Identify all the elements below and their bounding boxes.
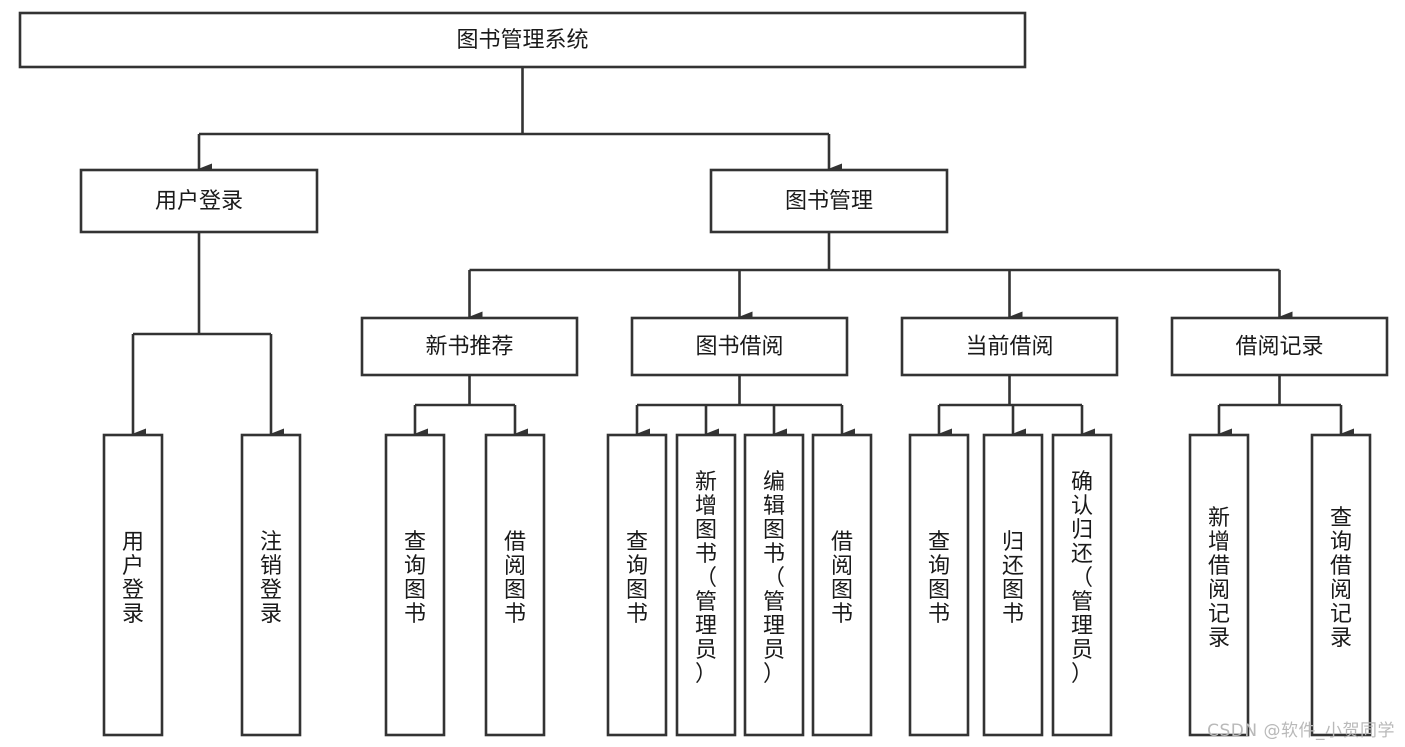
node-box[interactable] xyxy=(18,11,1027,69)
node-box[interactable] xyxy=(1051,433,1113,737)
node-box[interactable] xyxy=(606,433,668,737)
node-leaf-7[interactable]: 借阅图书 xyxy=(811,433,873,737)
node-label: 新增图书（管理员） xyxy=(695,470,717,687)
node-label: 借阅图书 xyxy=(504,530,526,627)
node-box[interactable] xyxy=(900,316,1119,377)
node-leaf-5[interactable]: 新增图书（管理员） xyxy=(675,433,737,737)
node-label: 当前借阅 xyxy=(965,335,1053,360)
node-box[interactable] xyxy=(982,433,1044,737)
node-label: 图书管理系统 xyxy=(456,28,588,53)
node-label: 查询图书 xyxy=(626,530,648,627)
node-label: 新增借阅记录 xyxy=(1208,506,1230,651)
node-label: 用户登录 xyxy=(155,189,243,214)
node-leaf-11[interactable]: 新增借阅记录 xyxy=(1188,433,1250,737)
node-leaf-4[interactable]: 查询图书 xyxy=(606,433,668,737)
node-box[interactable] xyxy=(908,433,970,737)
node-box[interactable] xyxy=(1170,316,1389,377)
node-label: 查询图书 xyxy=(404,530,426,627)
node-label: 查询图书 xyxy=(928,530,950,627)
node-root[interactable]: 图书管理系统 xyxy=(18,11,1027,69)
node-leaf-8[interactable]: 查询图书 xyxy=(908,433,970,737)
node-box[interactable] xyxy=(240,433,302,737)
node-level2-1[interactable]: 图书管理 xyxy=(709,168,949,234)
node-label: 借阅记录 xyxy=(1235,335,1323,360)
node-level2-0[interactable]: 用户登录 xyxy=(79,168,319,234)
node-box[interactable] xyxy=(630,316,849,377)
node-box[interactable] xyxy=(1188,433,1250,737)
edge-layer xyxy=(131,67,1354,440)
node-box[interactable] xyxy=(811,433,873,737)
node-label: 新书推荐 xyxy=(425,335,513,360)
node-box[interactable] xyxy=(79,168,319,234)
node-level3-2[interactable]: 当前借阅 xyxy=(900,316,1119,377)
node-label: 借阅图书 xyxy=(831,530,853,627)
node-leaf-12[interactable]: 查询借阅记录 xyxy=(1310,433,1372,737)
node-box[interactable] xyxy=(102,433,164,737)
node-label: 注销登录 xyxy=(260,530,282,627)
node-label: 图书管理 xyxy=(785,189,873,214)
node-label: 归还图书 xyxy=(1002,530,1024,627)
node-leaf-2[interactable]: 查询图书 xyxy=(384,433,446,737)
node-box[interactable] xyxy=(675,433,737,737)
node-label: 编辑图书（管理员） xyxy=(763,470,785,687)
node-level3-1[interactable]: 图书借阅 xyxy=(630,316,849,377)
node-label: 查询借阅记录 xyxy=(1330,506,1352,651)
node-level3-0[interactable]: 新书推荐 xyxy=(360,316,579,377)
node-leaf-9[interactable]: 归还图书 xyxy=(982,433,1044,737)
node-box[interactable] xyxy=(1310,433,1372,737)
node-box[interactable] xyxy=(360,316,579,377)
node-box[interactable] xyxy=(709,168,949,234)
node-leaf-6[interactable]: 编辑图书（管理员） xyxy=(743,433,805,737)
node-layer: 图书管理系统用户登录图书管理新书推荐图书借阅当前借阅借阅记录用户登录注销登录查询… xyxy=(18,11,1389,737)
node-leaf-1[interactable]: 注销登录 xyxy=(240,433,302,737)
node-box[interactable] xyxy=(743,433,805,737)
node-leaf-0[interactable]: 用户登录 xyxy=(102,433,164,737)
node-box[interactable] xyxy=(384,433,446,737)
node-label: 图书借阅 xyxy=(695,335,783,360)
node-box[interactable] xyxy=(484,433,546,737)
node-leaf-3[interactable]: 借阅图书 xyxy=(484,433,546,737)
node-level3-3[interactable]: 借阅记录 xyxy=(1170,316,1389,377)
node-label: 确认归还（管理员） xyxy=(1071,470,1093,687)
node-label: 用户登录 xyxy=(122,530,144,627)
node-leaf-10[interactable]: 确认归还（管理员） xyxy=(1051,433,1113,737)
